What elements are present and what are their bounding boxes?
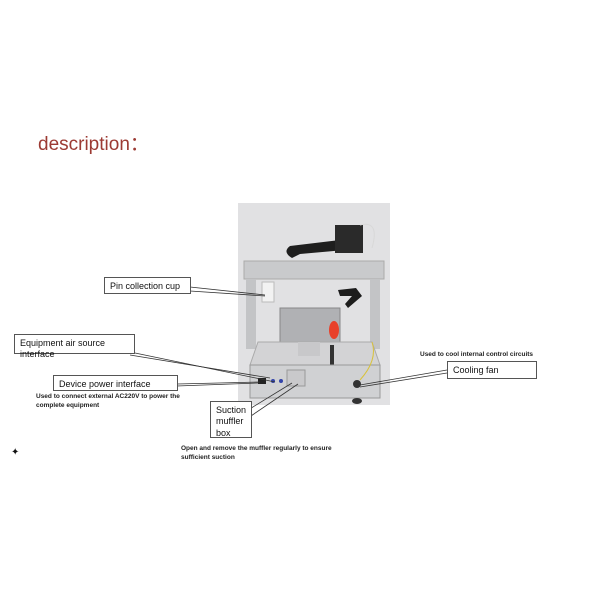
callout-device-power-interface: Device power interface (53, 375, 178, 391)
sparkle-icon: ✦ (11, 447, 20, 458)
note-fan: Used to cool internal control circuits (420, 351, 534, 358)
callout-cooling-fan: Cooling fan (447, 361, 537, 379)
note-muffler: Open and remove the muffler regularly to… (181, 445, 332, 461)
callout-suction-muffler-box: Suction muffler box (210, 401, 252, 438)
callout-air-source-interface: Equipment air source interface (14, 334, 135, 359)
page-title: description： (38, 134, 149, 155)
note-power: Used to connect external AC220V to power… (36, 393, 180, 409)
callout-pin-collection-cup: Pin collection cup (104, 277, 191, 294)
